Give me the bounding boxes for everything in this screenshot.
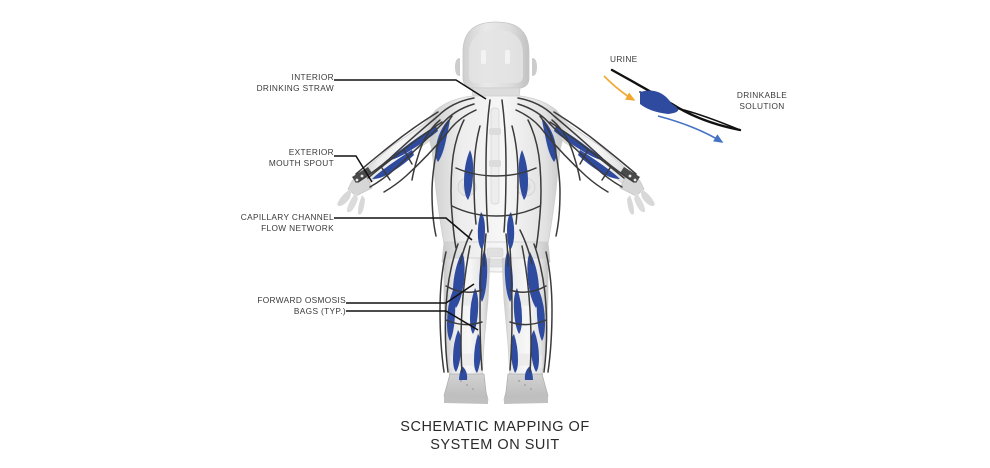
- leader-interior-drinking-straw: [334, 79, 487, 100]
- glove-right: [619, 171, 655, 215]
- inset-osmosis-bag: [640, 90, 679, 114]
- leader-forward-osmosis-b: [346, 310, 479, 331]
- figure-caption: SCHEMATIC MAPPING OF SYSTEM ON SUIT: [400, 419, 590, 453]
- helmet: [455, 21, 537, 89]
- urine-flow-arrow: [603, 75, 636, 101]
- inset-label-urine: URINE: [610, 54, 638, 64]
- capillary-channel-network: [355, 97, 637, 373]
- leader-forward-osmosis-a: [346, 283, 475, 304]
- solution-flow-arrow: [657, 115, 724, 143]
- glove-left: [337, 171, 373, 215]
- callout-exterior-mouth-spout: EXTERIOR MOUTH SPOUT: [268, 147, 334, 168]
- boot-left: [443, 373, 489, 404]
- leader-capillary-channel: [334, 217, 473, 241]
- callout-capillary-channel-flow-network: CAPILLARY CHANNEL FLOW NETWORK: [240, 212, 334, 233]
- boot-right: [503, 373, 549, 404]
- inset-flow-diagram: [603, 68, 742, 143]
- inset-label-drinkable-solution: DRINKABLE SOLUTION: [736, 90, 788, 111]
- callout-interior-drinking-straw: INTERIOR DRINKING STRAW: [256, 72, 334, 93]
- callout-forward-osmosis-bags: FORWARD OSMOSIS BAGS (TYP.): [257, 295, 346, 316]
- leader-lines: [334, 79, 487, 331]
- leader-exterior-mouth-spout: [334, 155, 373, 183]
